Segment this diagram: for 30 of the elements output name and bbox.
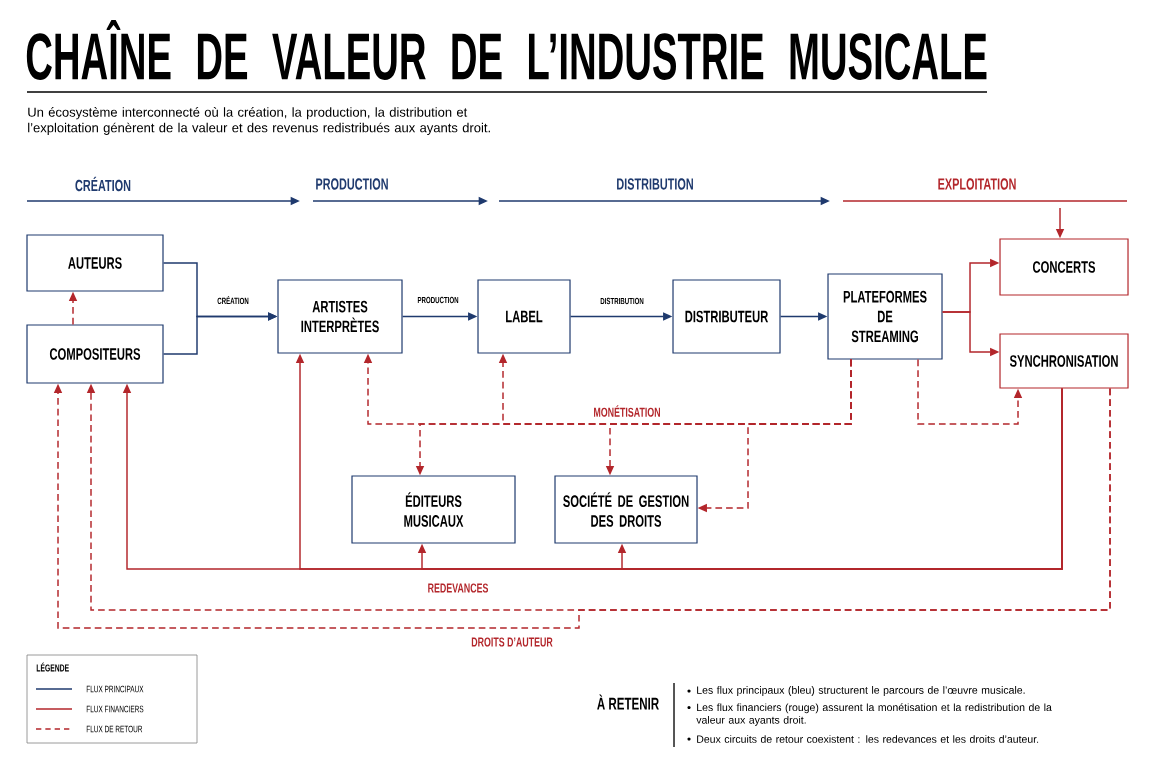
legend-title: LÉGENDE <box>36 662 69 672</box>
edge-label: DROITS D’AUTEUR <box>469 636 555 648</box>
box: AUTEURS <box>26 234 164 292</box>
bullet-text: Deux circuits de retour coexistent : les redevances et les droits d’auteur. <box>697 735 1039 743</box>
box: ARTISTES INTERPRÈTES <box>277 279 403 354</box>
stage-heading: PRODUCTION <box>316 178 388 190</box>
stage-heading: DISTRIBUTION <box>617 178 693 190</box>
arrow <box>617 387 1063 570</box>
edge-label: DISTRIBUTION <box>598 296 646 306</box>
bullet-text: Les flux financiers (rouge) assurent la monétisation et la redistribution de la valeur aux ayants droit. <box>696 703 1052 726</box>
stage-heading: CRÉATION <box>75 176 131 192</box>
subtitle: Un écosystème interconnecté où la création, la production, la distribution et l’exploitation génèrent de la valeur et des revenus redistribués aux ayants droit. <box>28 107 490 135</box>
legend-text: FLUX PRINCIPAUX <box>86 685 144 693</box>
box: DISTRIBUTEUR <box>672 279 781 354</box>
edge-label: REDEVANCES <box>426 582 490 594</box>
title: CHAÎNE DE VALEUR DE L’INDUSTRIE MUSICALE <box>26 20 987 80</box>
edge-label: PRODUCTION <box>416 295 460 305</box>
edge-label: CRÉATION <box>215 294 251 306</box>
box: CONCERTS <box>999 238 1129 296</box>
box: COMPOSITEURS <box>26 324 164 384</box>
bullet-text: Les flux principaux (bleu) structurent le parcours de l’œuvre musicale. <box>697 686 1025 696</box>
stage-heading: EXPLOITATION <box>938 178 1016 190</box>
box: SYNCHRONISATION <box>999 333 1129 389</box>
box: PLATEFORMES DE STREAMING <box>827 273 943 360</box>
box: LABEL <box>477 279 571 354</box>
key-points-heading: À RETENIR <box>597 694 659 710</box>
box: ÉDITEURS MUSICAUX <box>351 475 516 544</box>
legend-text: FLUX DE RETOUR <box>86 725 143 733</box>
box: SOCIÉTÉ DE GESTION DES DROITS <box>554 475 698 544</box>
legend-text: FLUX FINANCIERS <box>86 705 144 713</box>
